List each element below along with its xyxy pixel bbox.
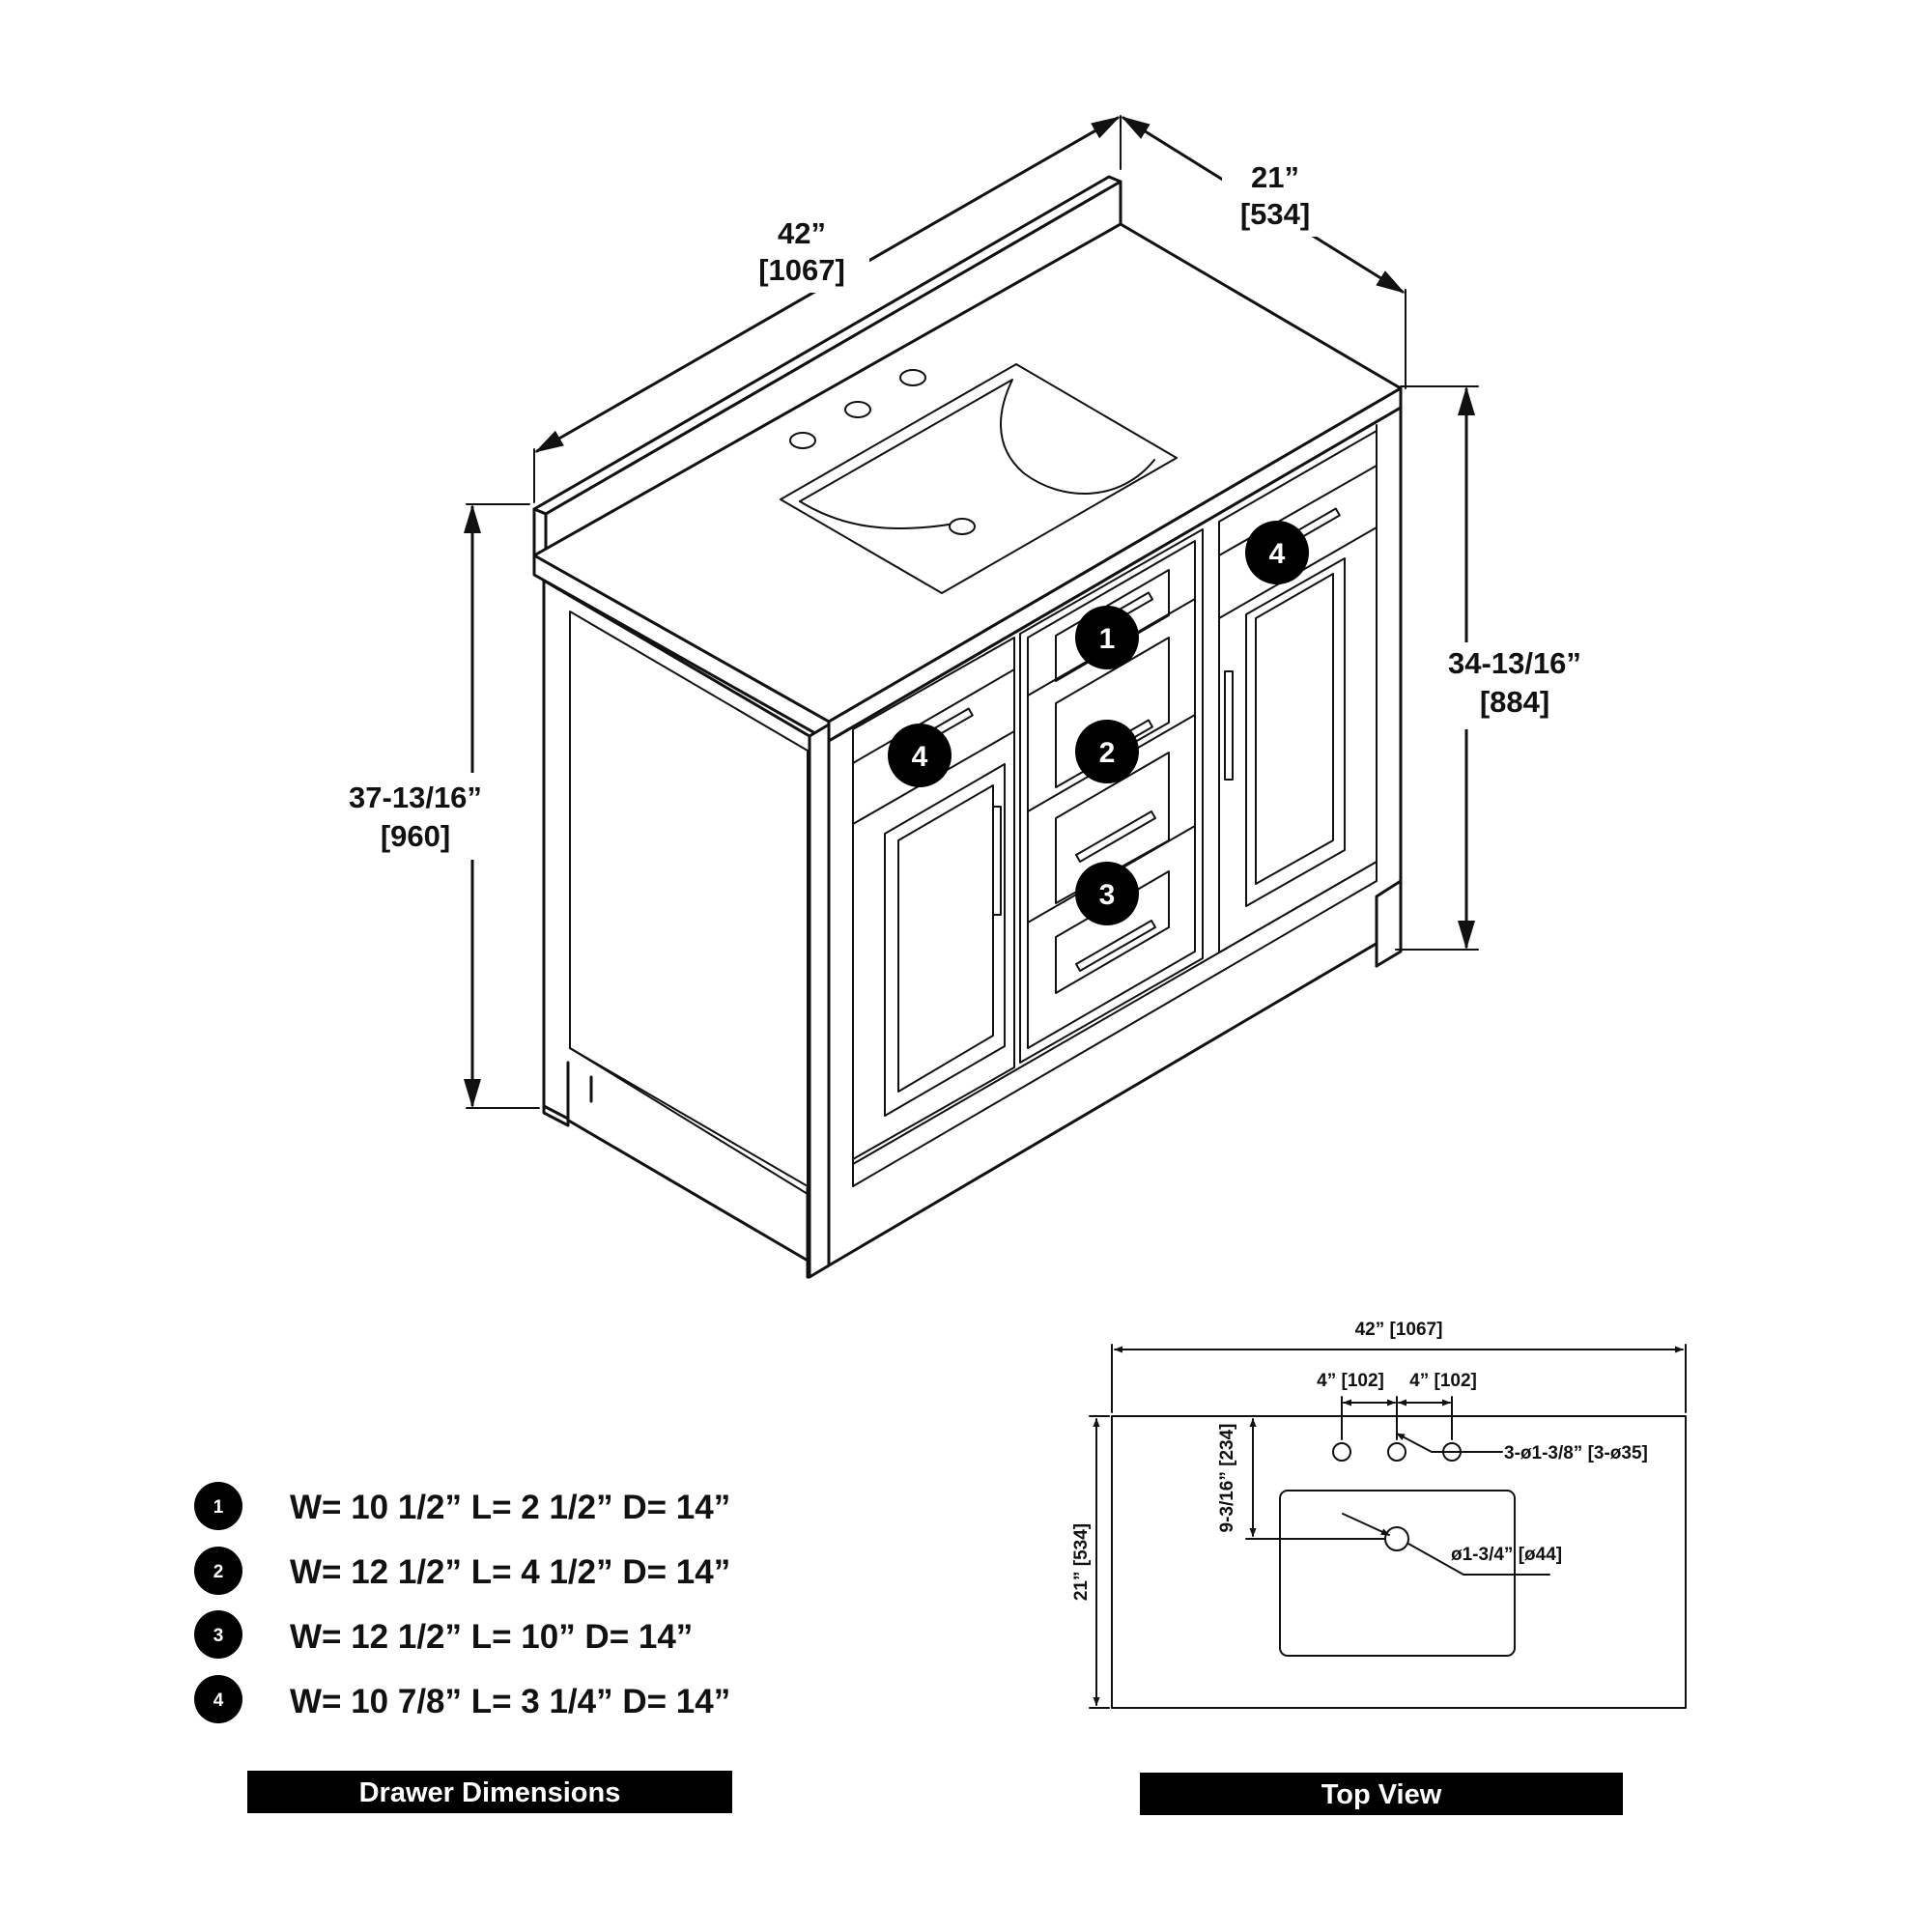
right-door	[1218, 430, 1378, 953]
svg-text:W= 12 1/2” L= 4 1/2” D= 14”: W= 12 1/2” L= 4 1/2” D= 14”	[290, 1553, 730, 1591]
top-view-sink	[1279, 1490, 1516, 1657]
svg-text:Drawer Dimensions: Drawer Dimensions	[359, 1777, 621, 1808]
vanity-isometric: 1 2 3 4 4	[532, 175, 1403, 1279]
faucet-hole-left	[789, 432, 816, 449]
total-height-mm: [960]	[381, 819, 450, 853]
width-inches: 42”	[778, 216, 826, 250]
svg-text:Top View: Top View	[1321, 1779, 1442, 1810]
badge-4-left: 4	[888, 724, 952, 787]
svg-text:W= 10 1/2” L= 2 1/2” D= 14”: W= 10 1/2” L= 2 1/2” D= 14”	[290, 1489, 730, 1526]
svg-text:4: 4	[912, 741, 928, 773]
top-view-sink-offset: 9-3/16” [234]	[1217, 1423, 1237, 1532]
svg-text:2: 2	[213, 1562, 224, 1582]
top-view-drain-label: ø1-3/4” [ø44]	[1451, 1545, 1562, 1565]
svg-text:1: 1	[1099, 623, 1116, 655]
depth-mm: [534]	[1240, 197, 1310, 231]
drawer-spec-2: 2 W= 12 1/2” L= 4 1/2” D= 14”	[194, 1547, 730, 1595]
cabinet-height-inches: 34-13/16”	[1448, 646, 1581, 680]
svg-text:3: 3	[213, 1626, 224, 1646]
svg-text:W= 10 7/8” L= 3 1/4” D= 14”: W= 10 7/8” L= 3 1/4” D= 14”	[290, 1683, 730, 1720]
faucet-hole-right	[899, 369, 926, 386]
left-door	[852, 637, 1015, 1160]
top-view-hole-left	[1332, 1442, 1351, 1462]
drawer-3-handle-upper	[1075, 810, 1156, 863]
svg-text:3: 3	[1099, 879, 1116, 911]
left-door-handle	[992, 806, 1002, 916]
top-view: 42” [1067] 4” [102] 4” [102] 3-ø1-3/8” […	[1071, 1320, 1687, 1815]
width-mm: [1067]	[758, 253, 845, 287]
svg-text:2: 2	[1099, 737, 1116, 769]
drawer-spec-3: 3 W= 12 1/2” L= 10” D= 14”	[194, 1610, 693, 1659]
dimension-cabinet-height: 34-13/16” [884]	[1395, 385, 1584, 951]
top-view-spacing-left: 4” [102]	[1317, 1371, 1384, 1391]
top-view-width: 42” [1067]	[1355, 1320, 1443, 1340]
drawer-3-handle-lower	[1075, 920, 1156, 972]
top-view-banner: Top View	[1140, 1773, 1623, 1815]
depth-inches: 21”	[1251, 160, 1299, 194]
top-view-hole-center	[1387, 1442, 1406, 1462]
top-view-countertop	[1111, 1415, 1687, 1709]
faucet-hole-center	[844, 401, 871, 418]
cabinet-height-mm: [884]	[1480, 685, 1549, 719]
top-view-spacing-right: 4” [102]	[1409, 1371, 1477, 1391]
drawer-dimensions-list: 1 W= 10 1/2” L= 2 1/2” D= 14” 2 W= 12 1/…	[194, 1482, 732, 1813]
dimension-depth: 21” [534]	[1121, 116, 1406, 389]
svg-text:4: 4	[1269, 538, 1286, 570]
badge-3: 3	[1075, 862, 1139, 925]
drawer-spec-1: 1 W= 10 1/2” L= 2 1/2” D= 14”	[194, 1482, 730, 1530]
svg-text:1: 1	[213, 1497, 224, 1518]
drawer-dimensions-banner: Drawer Dimensions	[247, 1771, 732, 1813]
svg-text:W= 12 1/2” L= 10” D= 14”: W= 12 1/2” L= 10” D= 14”	[290, 1618, 693, 1656]
drawer-spec-4: 4 W= 10 7/8” L= 3 1/4” D= 14”	[194, 1675, 730, 1723]
svg-text:4: 4	[213, 1690, 224, 1711]
top-view-faucet-holes: 3-ø1-3/8” [3-ø35]	[1504, 1443, 1648, 1463]
badge-4-right: 4	[1245, 521, 1309, 584]
drain-hole	[949, 518, 976, 535]
top-view-depth: 21” [534]	[1071, 1523, 1092, 1601]
badge-2: 2	[1075, 720, 1139, 783]
right-door-handle	[1224, 670, 1234, 781]
top-view-drain	[1384, 1526, 1409, 1551]
total-height-inches: 37-13/16”	[349, 781, 482, 814]
dimension-total-height: 37-13/16” [960]	[338, 503, 540, 1109]
badge-1: 1	[1075, 606, 1139, 669]
dimension-width: 42” [1067]	[533, 115, 1122, 503]
